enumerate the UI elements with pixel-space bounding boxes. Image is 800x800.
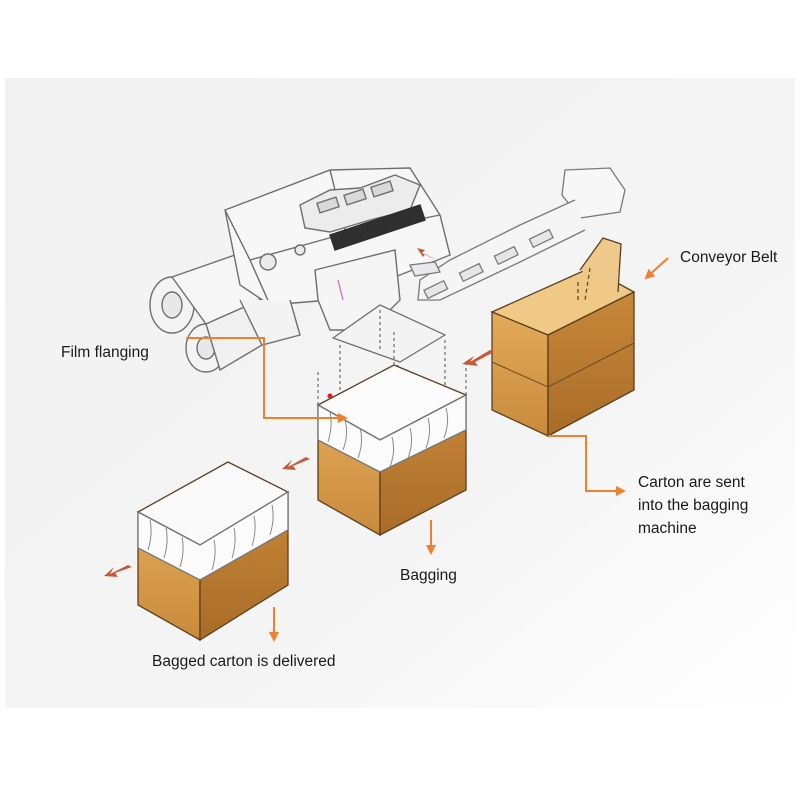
flow-arrows [104,248,494,577]
film-flanging-leader [186,337,348,423]
carton-sent-line-1: Carton are sent [638,474,745,491]
conveyor-pointer [644,257,669,280]
film-flanging-label: Film flanging [61,344,149,361]
carton-sent-label: Carton are sent into the bagging machine [638,471,748,540]
conveyor-belt-label: Conveyor Belt [680,249,778,266]
bagged-carton-delivered-label: Bagged carton is delivered [152,653,336,670]
leader-lines [186,257,669,642]
arrow-icon [282,457,310,470]
film-frame [331,304,447,410]
bagging-machine [149,167,451,373]
bagging-carton [316,330,468,537]
arrow-icon [104,565,132,577]
carton-sent-line-2: into the bagging [638,497,749,514]
carton-sent-leader [548,435,626,496]
carton-sent-line-3: machine [638,520,697,537]
incoming-carton [490,237,636,438]
delivered-carton [136,461,290,642]
bagging-label: Bagging [400,567,457,584]
arrow-icon [462,350,494,366]
conveyor-belt [409,167,626,301]
arrow-icon [417,248,435,259]
